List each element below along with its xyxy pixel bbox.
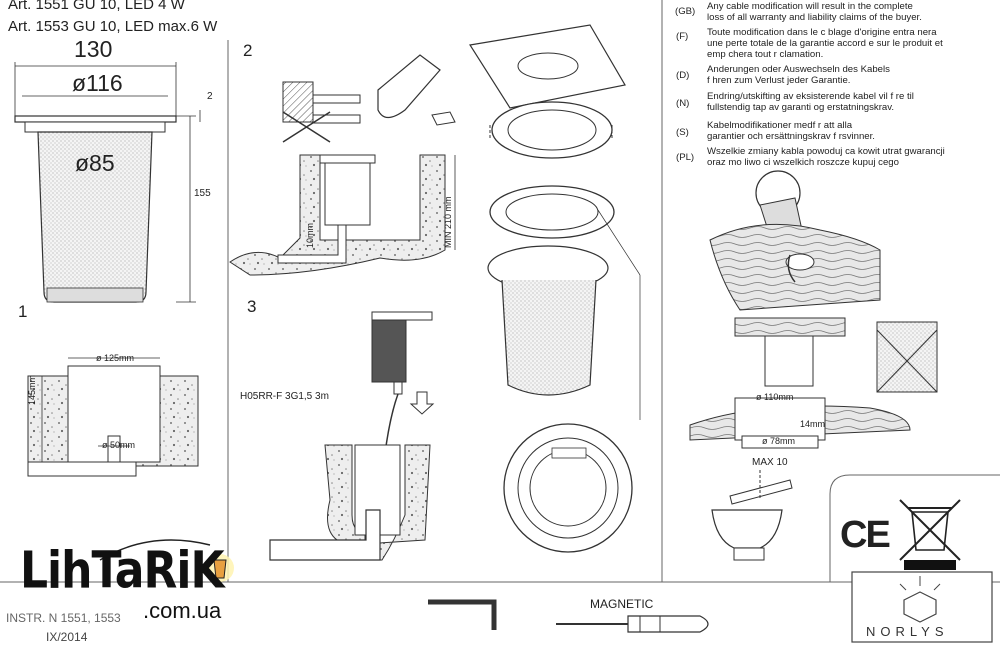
fixture-dimension-drawing [14, 62, 201, 303]
warning-s-2: garantier och ersättningskrav f rsvinner… [707, 131, 875, 142]
hole-diameter-label: ø 125mm [96, 353, 135, 363]
symbols-frame [829, 474, 1000, 582]
warning-n-2: fullstendig tap av garanti og erstatning… [707, 102, 895, 113]
warning-pl-2: oraz mo liwo ci wszelkich roszcze kupuj … [707, 157, 899, 168]
cable-spec-label: H05RR-F 3G1,5 3m [240, 391, 329, 402]
dim-diameter-85: ø85 [75, 150, 115, 176]
magnetic-label: MAGNETIC [590, 597, 654, 611]
warning-gb-2: loss of all warranty and liability claim… [707, 12, 922, 23]
lang-code-f: (F) [676, 31, 689, 42]
weee-bin-symbol [899, 499, 961, 570]
dim-rim-2: 2 [207, 91, 213, 102]
step-number-3: 3 [247, 297, 257, 316]
warning-d-1: Anderungen oder Auswechseln des Kabels [707, 64, 890, 75]
instruction-date: IX/2014 [46, 630, 88, 644]
instruction-number: INSTR. N 1551, 1553 [6, 611, 121, 625]
warning-f-2: une perte totale de la garantie accord e… [707, 38, 943, 49]
cable-connection-drawing [269, 311, 435, 561]
warning-n-1: Endring/utskifting av eksisterende kabel… [707, 91, 914, 102]
warning-f-1: Toute modification dans le c blage d'ori… [707, 27, 937, 38]
lang-code-gb: (GB) [675, 6, 696, 17]
deck-inner-diameter: ø 78mm [762, 436, 796, 446]
watermark-lamp-icon [99, 539, 234, 582]
norlys-logo-box [851, 571, 993, 643]
tilt-max-label: MAX 10 [752, 457, 788, 468]
lang-code-s: (S) [676, 127, 689, 138]
dim-height-155: 155 [194, 188, 211, 199]
watermark-domain: .com.ua [143, 598, 222, 623]
lang-code-pl: (PL) [676, 152, 695, 163]
warning-d-2: f hren zum Verlust jeder Garantie. [707, 75, 851, 86]
lang-code-n: (N) [676, 98, 690, 109]
min-depth-label: MIN 210 mm [443, 196, 453, 248]
screwdriver-drawing [556, 615, 709, 633]
article-line-2: Art. 1553 GU 10, LED max.6 W [8, 18, 218, 35]
warning-s-1: Kabelmodifikationer medf r att alla [707, 120, 853, 131]
deck-outer-diameter: ø 110mm [756, 392, 794, 402]
norlys-wordmark: NORLYS [866, 624, 949, 639]
deck-depth: 14mm [800, 419, 826, 429]
pipe-diameter-label: ø 50mm [102, 440, 136, 450]
warning-gb-1: Any cable modification will result in th… [707, 1, 913, 12]
ce-mark: CE [840, 514, 891, 556]
step-number-1: 1 [18, 302, 28, 321]
lang-code-d: (D) [676, 70, 690, 81]
step-number-2: 2 [243, 41, 253, 60]
hole-depth-label: 145mm [27, 374, 37, 405]
ground-hole-drawing [27, 357, 199, 477]
dim-width-130: 130 [74, 36, 113, 62]
watermark-brand: LihTaRiK [20, 541, 225, 601]
deck-installation-drawing [689, 170, 938, 561]
dim-diameter-116: ø116 [72, 70, 123, 96]
gap-label: 10mm [305, 222, 315, 248]
warning-f-3: emp chera tout r clamation. [707, 49, 824, 60]
warning-pl-1: Wszelkie zmiany kabla powoduj ca kowit u… [707, 146, 945, 157]
exploded-view-drawing [431, 24, 641, 553]
cable-cut-warning-drawing [229, 54, 456, 276]
allen-key-drawing [428, 599, 497, 630]
article-line-1: Art. 1551 GU 10, LED 4 W [8, 0, 185, 13]
